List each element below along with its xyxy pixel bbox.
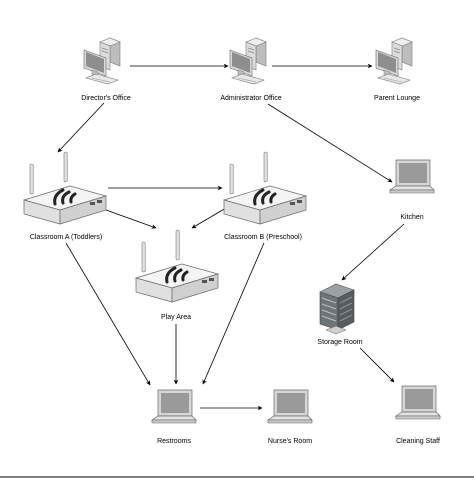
node-label: Administrator Office <box>220 95 281 102</box>
laptop-icon <box>267 389 313 424</box>
edge-storage-room-to-cleaning-staff <box>359 347 395 383</box>
node-parent-lounge[interactable]: Parent Lounge <box>374 37 420 102</box>
node-directors-office[interactable]: Director's Office <box>81 37 131 102</box>
desktop-computer-icon <box>375 37 413 85</box>
node-classroom-b[interactable]: Classroom B (Preschool) <box>222 150 308 241</box>
node-cleaning-staff[interactable]: Cleaning Staff <box>395 385 441 445</box>
node-label: Classroom B (Preschool) <box>224 234 302 241</box>
wireless-router-icon <box>222 150 308 226</box>
edge-classroom-b-to-restrooms <box>202 242 265 385</box>
node-restrooms[interactable]: Restrooms <box>151 389 197 445</box>
node-label: Storage Room <box>317 339 362 346</box>
node-storage-room[interactable]: Storage Room <box>317 283 363 346</box>
node-classroom-a[interactable]: Classroom A (Toddlers) <box>22 150 108 241</box>
node-label: Nurse's Room <box>268 438 312 445</box>
laptop-icon <box>395 385 441 420</box>
node-label: Play Area <box>161 314 191 321</box>
laptop-icon <box>389 159 435 194</box>
node-label: Parent Lounge <box>374 95 420 102</box>
node-label: Director's Office <box>81 95 131 102</box>
node-label: Classroom A (Toddlers) <box>30 234 102 241</box>
connectors <box>57 63 405 411</box>
edge-admin-office-to-kitchen <box>267 103 393 183</box>
wireless-router-icon <box>22 150 108 226</box>
node-play-area[interactable]: Play Area <box>134 228 220 321</box>
edge-classroom-a-to-restrooms <box>65 242 151 386</box>
laptop-icon <box>151 389 197 424</box>
node-label: Cleaning Staff <box>396 438 440 445</box>
edge-kitchen-to-storage-room <box>341 223 405 281</box>
edge-directors-office-to-classroom-a <box>57 102 105 153</box>
node-label: Kitchen <box>400 214 423 221</box>
wireless-router-icon <box>134 228 220 304</box>
desktop-computer-icon <box>83 37 121 85</box>
node-administrator-office[interactable]: Administrator Office <box>220 37 282 102</box>
desktop-computer-icon <box>229 37 267 85</box>
edge-classroom-a-to-play-area <box>105 209 157 229</box>
node-nurses-room[interactable]: Nurse's Room <box>267 389 313 445</box>
node-label: Restrooms <box>157 438 191 445</box>
edge-classroom-b-to-play-area <box>191 207 227 229</box>
server-building-icon <box>319 283 355 335</box>
node-kitchen[interactable]: Kitchen <box>389 159 435 221</box>
